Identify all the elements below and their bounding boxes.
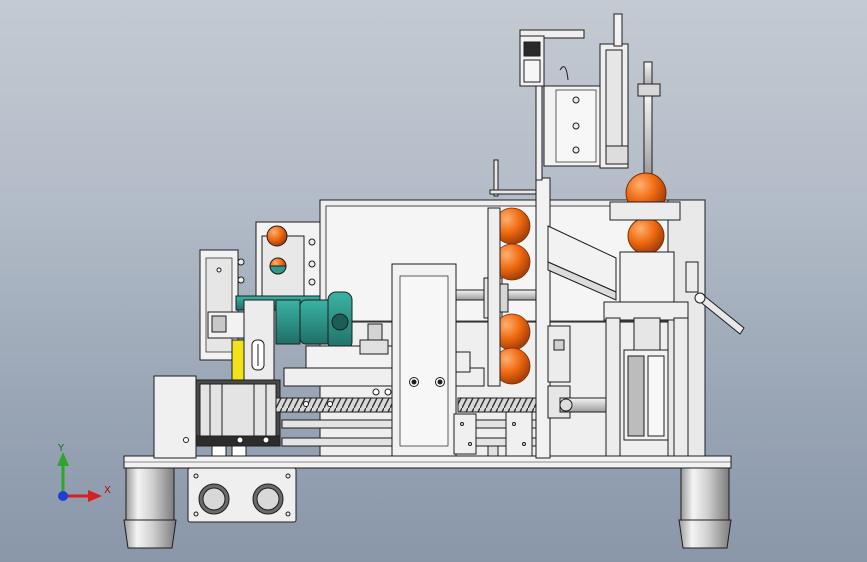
center-carriage [359,263,457,457]
sphere-column [487,207,531,387]
y-axis-label: Y [57,443,65,454]
x-axis-label: X [104,485,111,496]
machine [123,13,745,549]
ball-ramp [547,225,617,301]
sphere-queued [627,217,665,255]
z-axis-dot [58,491,68,501]
fasteners [303,388,392,407]
y-arrowhead [57,452,69,466]
left-ball-block [235,221,321,311]
picker-rod [609,61,681,255]
x-arrowhead [88,490,102,502]
pneumatic-cylinder [207,299,275,381]
teal-motor [275,291,353,351]
coordinate-triad: Y X [57,443,111,502]
lift-unit [603,251,745,457]
stepper-motor [153,375,281,459]
right-foot [678,467,732,549]
lower-brackets [453,411,533,457]
lead-screw-right [457,397,539,413]
base-plate [123,455,732,469]
upper-tower [519,13,629,181]
vertical-post [489,159,611,459]
left-foot [123,467,177,549]
lead-screw-left [275,397,407,413]
bottom-port-plate [187,467,297,523]
